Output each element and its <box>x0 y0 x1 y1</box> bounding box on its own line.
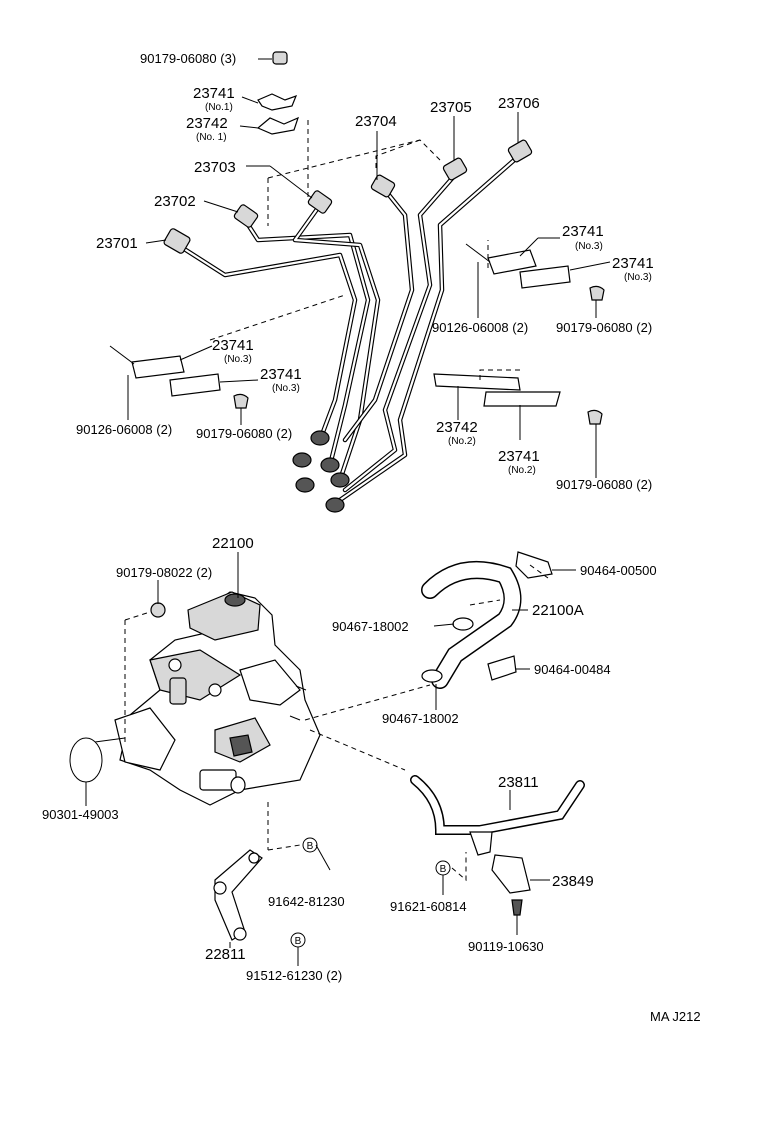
pipe-lower-nut <box>295 477 315 493</box>
part-label: 90179-06080 (2) <box>556 477 652 492</box>
clamp-icon <box>131 355 185 379</box>
pipe-nut-23702 <box>233 204 259 228</box>
clamp-icon <box>487 249 537 275</box>
pipe-nut-23706 <box>507 139 533 163</box>
pipe-nut-23704 <box>370 174 396 198</box>
part-sub: (No.3) <box>272 383 300 394</box>
part-label: 90126-06008 (2) <box>76 422 172 437</box>
part-sub: (No.3) <box>224 354 252 365</box>
injection-pipes <box>163 139 533 513</box>
nut-icon <box>150 602 166 618</box>
nut-icon <box>589 285 605 301</box>
part-number: 23741 <box>260 366 302 383</box>
part-label: 90467-18002 <box>332 619 409 634</box>
bolt-marker: B <box>440 864 447 875</box>
o-ring-icon <box>69 737 103 783</box>
part-label: 90464-00484 <box>534 662 611 677</box>
part-label: 90179-06080 (2) <box>556 320 652 335</box>
pipe-23811: B <box>410 775 585 916</box>
injection-pump <box>69 591 321 806</box>
part-label: 90179-06080 (2) <box>196 426 292 441</box>
clamp-icon <box>256 116 299 135</box>
part-sub: (No.3) <box>624 272 652 283</box>
nut-icon <box>272 51 288 65</box>
part-number: 23741 <box>562 223 604 240</box>
clamp-icon <box>519 265 571 289</box>
part-number: 23706 <box>498 95 540 112</box>
bolt-marker: B <box>295 936 302 947</box>
part-label: 91621-60814 <box>390 899 467 914</box>
pipe-nut-23701 <box>163 228 191 254</box>
part-sub: (No.1) <box>205 102 233 113</box>
leader-lines <box>85 58 611 966</box>
clamp-icon <box>169 373 221 397</box>
part-number: 23741 <box>498 448 540 465</box>
pipe-lower-nut <box>330 472 350 488</box>
part-number: 23741 <box>193 85 235 102</box>
bolt-marker: B <box>307 841 314 852</box>
part-number: 23703 <box>194 159 236 176</box>
diagram-code: MA J212 <box>650 1009 701 1024</box>
part-label: 90467-18002 <box>382 711 459 726</box>
nut-icon <box>233 393 249 409</box>
part-number: 22100A <box>532 602 584 619</box>
part-number: 23704 <box>355 113 397 130</box>
part-number: 23741 <box>612 255 654 272</box>
part-label: 90464-00500 <box>580 563 657 578</box>
part-number: 23742 <box>186 115 228 132</box>
part-number: 23811 <box>498 774 539 791</box>
part-label: 91642-81230 <box>268 894 345 909</box>
pipe-lower-nut <box>292 452 312 468</box>
part-number: 23705 <box>430 99 472 116</box>
part-label: 90179-08022 (2) <box>116 565 212 580</box>
labels: 90179-06080 (3) 23741 (No.1) 23742 (No. … <box>42 51 701 1024</box>
part-number: 22811 <box>205 946 246 963</box>
bracket-icon <box>491 854 531 894</box>
pipe-lower-nut <box>325 497 345 513</box>
clamp-icon <box>257 93 298 111</box>
part-sub: (No.2) <box>448 436 476 447</box>
top-clamps <box>109 51 605 425</box>
part-label: 90119-10630 <box>468 939 544 954</box>
part-sub: (No.3) <box>575 241 603 252</box>
return-hose <box>421 551 553 689</box>
part-sub: (No.2) <box>508 465 536 476</box>
part-number: 23849 <box>552 873 594 890</box>
pipe-lower-nut <box>320 457 340 473</box>
clamp-icon <box>483 391 561 407</box>
nut-icon <box>587 409 603 425</box>
part-number: 23742 <box>436 419 478 436</box>
part-label: 90301-49003 <box>42 807 119 822</box>
pipe-nut-23703 <box>307 190 333 214</box>
link-22811: B B <box>213 837 318 948</box>
part-number: 22100 <box>212 535 254 552</box>
part-label: 91512-61230 (2) <box>246 968 342 983</box>
part-label: 90126-06008 (2) <box>432 320 528 335</box>
clamp-icon <box>433 373 521 391</box>
pipe-lower-nut <box>310 430 330 446</box>
part-label: 90179-06080 (3) <box>140 51 236 66</box>
pipe-nut-23705 <box>442 157 468 181</box>
part-number: 23702 <box>154 193 196 210</box>
part-number: 23701 <box>96 235 138 252</box>
part-number: 23741 <box>212 337 254 354</box>
part-sub: (No. 1) <box>196 132 227 143</box>
